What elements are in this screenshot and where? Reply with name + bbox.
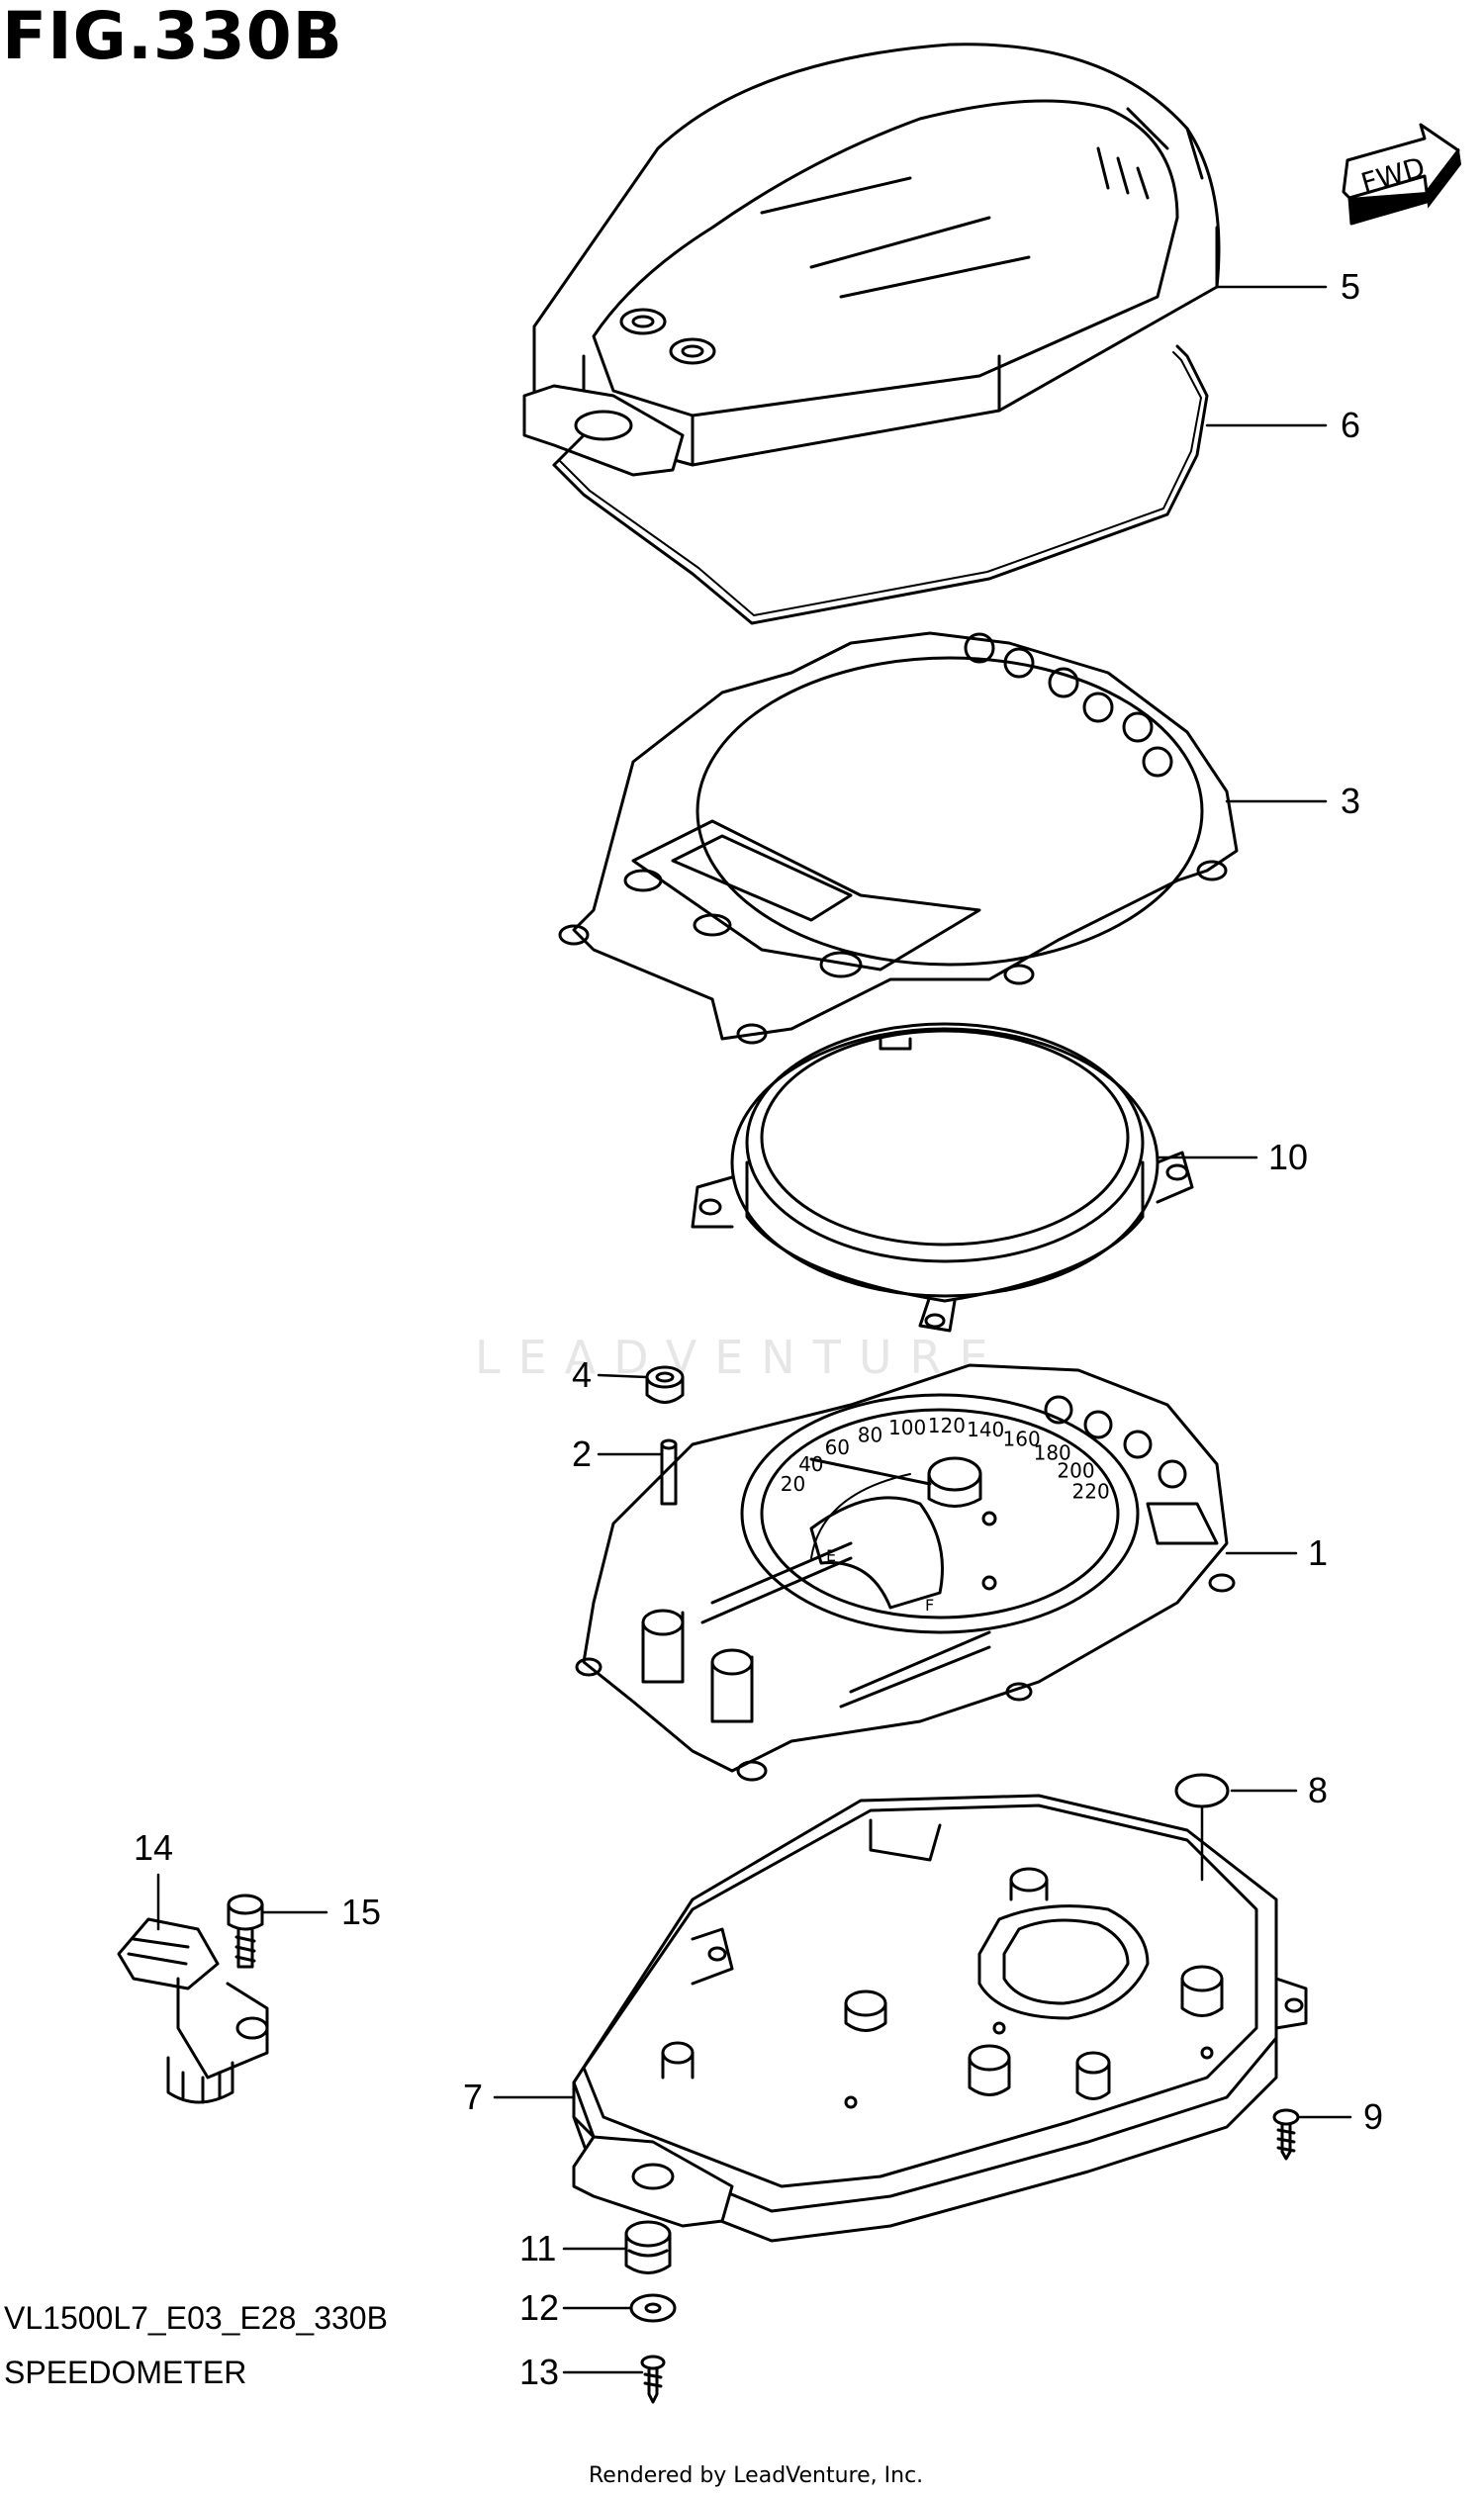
callout-5: 5 — [1341, 266, 1360, 307]
callout-7: 7 — [463, 2077, 483, 2117]
part-2-pin[interactable] — [660, 1438, 678, 1506]
part-5-cover[interactable] — [522, 43, 1221, 477]
dial-tick-label: 120 — [928, 1414, 966, 1437]
fuel-gauge-labels: E F — [826, 1546, 934, 1615]
part-14-sensor[interactable] — [117, 1917, 269, 2104]
figure-title: FIG.330B — [2, 0, 343, 74]
callout-1: 1 — [1308, 1532, 1328, 1573]
callout-8: 8 — [1308, 1770, 1328, 1810]
callout-14: 14 — [134, 1827, 173, 1868]
figure-code: VL1500L7_E03_E28_330B — [4, 2300, 388, 2336]
fwd-arrow-icon: FWD — [1342, 123, 1462, 226]
part-15-bolt[interactable] — [227, 1894, 264, 1969]
dial-tick-label: 140 — [967, 1418, 1004, 1441]
dial-tick-label: 200 — [1057, 1459, 1094, 1483]
callout-6: 6 — [1341, 405, 1360, 445]
callout-15: 15 — [341, 1892, 381, 1932]
dial-tick-label: 180 — [1034, 1441, 1071, 1465]
leader-lines — [156, 285, 1352, 2374]
dial-tick-label: 20 — [781, 1472, 805, 1496]
callout-3: 3 — [1341, 781, 1360, 821]
part-8-cushion[interactable] — [1174, 1773, 1230, 1808]
part-3-upper-case[interactable] — [558, 631, 1239, 1045]
part-11-grommet[interactable] — [624, 2220, 672, 2274]
fuel-full-label: F — [925, 1596, 934, 1615]
part-7-lower-case[interactable] — [572, 1794, 1308, 2243]
callout-12: 12 — [519, 2287, 559, 2328]
figure-name: SPEEDOMETER — [4, 2355, 247, 2390]
watermark-text: LEADVENTURE — [475, 1331, 1006, 1384]
part-4-cap[interactable] — [645, 1365, 685, 1404]
callout-numbers: 5 6 3 10 4 2 1 8 7 9 11 12 13 14 15 — [134, 266, 1383, 2392]
part-6-seal[interactable] — [552, 344, 1209, 625]
callout-11: 11 — [519, 2228, 556, 2268]
dial-tick-label: 80 — [858, 1424, 882, 1447]
dial-tick-label: 40 — [798, 1452, 823, 1476]
part-9-screw[interactable] — [1272, 2108, 1300, 2161]
dial-tick-label: 160 — [1003, 1427, 1041, 1450]
callout-10: 10 — [1268, 1137, 1308, 1177]
dial-tick-label: 220 — [1072, 1480, 1110, 1504]
dial-tick-label: 60 — [825, 1435, 850, 1459]
callout-2: 2 — [572, 1434, 592, 1474]
fuel-empty-label: E — [826, 1546, 836, 1565]
part-10-ring[interactable] — [691, 1022, 1194, 1333]
render-credit: Rendered by LeadVenture, Inc. — [589, 2463, 924, 2488]
part-1-speedometer-assembly[interactable] — [575, 1363, 1236, 1782]
callout-13: 13 — [519, 2352, 559, 2392]
callout-4: 4 — [572, 1354, 592, 1395]
forward-direction-arrow: FWD — [1336, 121, 1464, 234]
part-12-washer[interactable] — [629, 2293, 677, 2323]
part-13-screw[interactable] — [640, 2355, 666, 2404]
dial-tick-label: 100 — [888, 1416, 926, 1439]
callout-9: 9 — [1363, 2096, 1383, 2137]
